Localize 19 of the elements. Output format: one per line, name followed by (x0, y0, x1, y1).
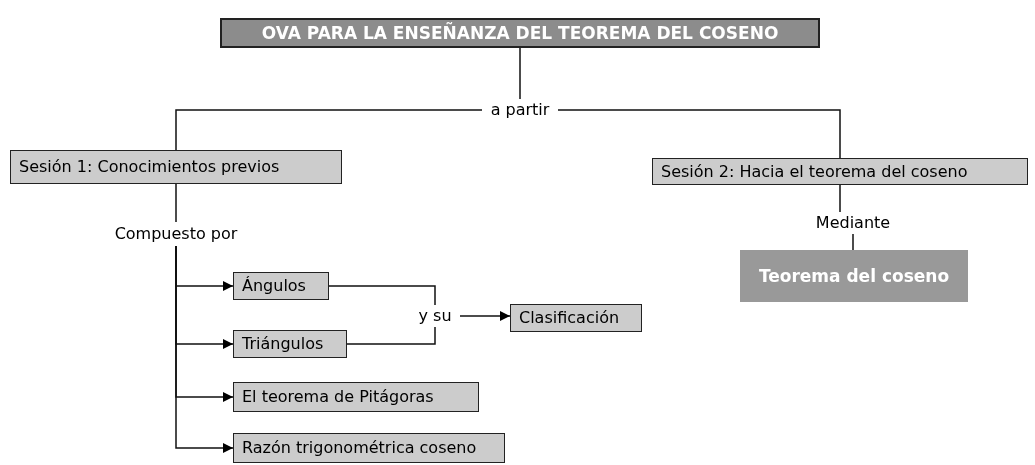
concept-box: Triángulos (233, 330, 347, 358)
arrow (175, 245, 234, 453)
concept-box: Ángulos (233, 272, 329, 300)
title-box: OVA PARA LA ENSEÑANZA DEL TEOREMA DEL COSENO (220, 18, 820, 48)
highlight-box: Teorema del coseno (740, 250, 968, 302)
connector-line (839, 184, 841, 213)
arrow (459, 311, 511, 321)
concept-box: Sesión 2: Hacia el teorema del coseno (652, 158, 1028, 185)
connector-line (328, 285, 436, 306)
connector-line (175, 109, 483, 151)
connector-line (175, 183, 177, 223)
connector-line (346, 326, 436, 345)
connector-line (557, 109, 841, 159)
concept-box: El teorema de Pitágoras (233, 382, 479, 412)
connector-line (852, 233, 854, 251)
concept-box: Razón trigonométrica coseno (233, 433, 505, 463)
concept-box: Clasificación (510, 304, 642, 332)
concept-box: Sesión 1: Conocimientos previos (10, 150, 342, 184)
connector-line (519, 47, 521, 100)
